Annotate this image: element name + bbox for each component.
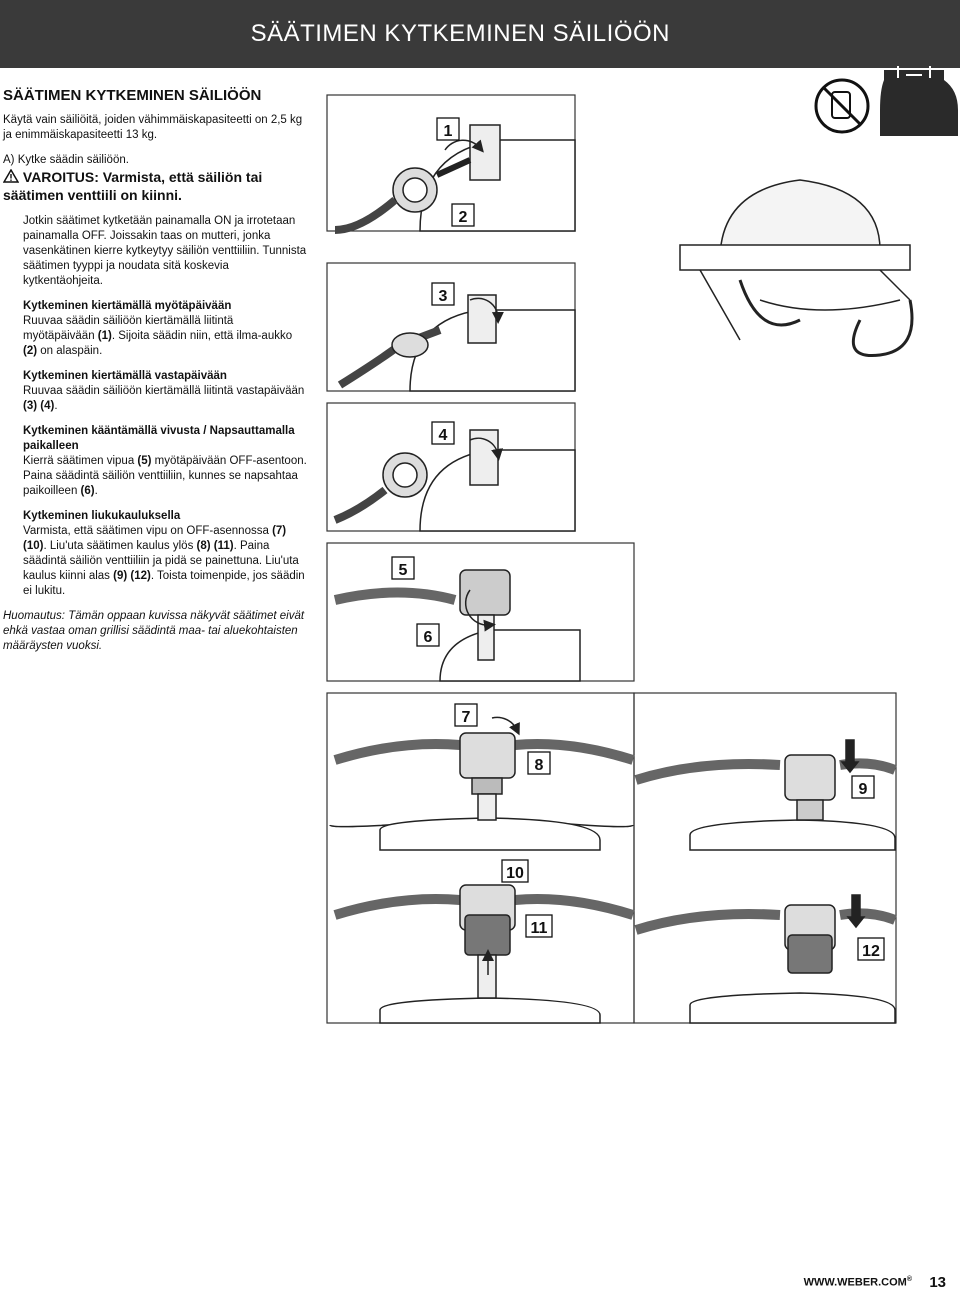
slide-collar-text: Varmista, että säätimen vipu on OFF-asen… xyxy=(23,525,305,597)
clockwise-text: Ruuvaa säädin säiliöön kiertämällä liiti… xyxy=(23,315,293,357)
warning-triangle-icon xyxy=(2,168,20,183)
panel-4-frame xyxy=(326,402,576,532)
collar-regulator-drawing-11 xyxy=(634,894,897,1024)
step-a: A) Kytke säädin säiliöön. xyxy=(3,154,129,166)
svg-text:12: 12 xyxy=(862,943,880,960)
intro-text: Käytä vain säiliöitä, joiden vähimmäiska… xyxy=(3,114,303,141)
svg-text:11: 11 xyxy=(531,920,548,937)
panel-8-12-frame xyxy=(633,692,897,1024)
panel-5-6-frame xyxy=(326,542,635,682)
callout-11: 11 xyxy=(525,914,553,938)
warning-block: VAROITUS: Varmista, että säiliön tai sää… xyxy=(2,168,308,204)
warning-text: VAROITUS: Varmista, että säiliön tai sää… xyxy=(3,169,263,203)
clockwise-title: Kytkeminen kiertämällä myötäpäivään xyxy=(23,300,232,312)
svg-text:2: 2 xyxy=(459,209,468,226)
collar-regulator-drawing-10 xyxy=(333,884,635,1024)
svg-text:4: 4 xyxy=(439,427,448,444)
callout-1: 1 xyxy=(436,117,460,141)
svg-text:6: 6 xyxy=(424,629,433,646)
note-text: Huomautus: Tämän oppaan kuvissa näkyvät … xyxy=(3,610,305,652)
no-bottle-icon xyxy=(814,78,870,134)
callout-6: 6 xyxy=(416,623,440,647)
instructions-column: SÄÄTIMEN KYTKEMINEN SÄILIÖÖN Käytä vain … xyxy=(2,87,308,654)
collar-regulator-drawing-8 xyxy=(634,739,897,851)
grill-drawing xyxy=(679,179,914,358)
callout-3: 3 xyxy=(431,282,455,306)
svg-text:5: 5 xyxy=(399,562,408,579)
page-number: 13 xyxy=(929,1274,946,1291)
panel-3-frame xyxy=(326,262,576,392)
lever-title: Kytkeminen kääntämällä vivusta / Napsaut… xyxy=(23,425,295,452)
tank-regulator-drawing-3 xyxy=(337,294,576,392)
callout-8: 8 xyxy=(527,751,551,775)
gas-cylinder-icon xyxy=(880,66,958,136)
panel-7-10-frame xyxy=(326,692,635,1024)
svg-text:1: 1 xyxy=(444,123,453,140)
svg-text:7: 7 xyxy=(462,709,471,726)
svg-text:8: 8 xyxy=(535,757,544,774)
callout-9: 9 xyxy=(851,775,875,799)
callout-4: 4 xyxy=(431,421,455,445)
slide-collar-title: Kytkeminen liukukauluksella xyxy=(23,510,181,522)
counterclockwise-text: Ruuvaa säädin säiliöön kiertämällä liiti… xyxy=(23,385,305,412)
svg-text:3: 3 xyxy=(439,288,448,305)
connection-types-text: Jotkin säätimet kytketään painamalla ON … xyxy=(23,215,307,287)
callout-5: 5 xyxy=(391,556,415,580)
lever-regulator-drawing xyxy=(333,569,581,682)
callout-12: 12 xyxy=(857,937,885,961)
tank-regulator-drawing-4 xyxy=(333,429,576,532)
page-header: SÄÄTIMEN KYTKEMINEN SÄILIÖÖN xyxy=(0,0,960,68)
svg-text:10: 10 xyxy=(506,865,524,882)
svg-text:9: 9 xyxy=(859,781,868,798)
page-title: SÄÄTIMEN KYTKEMINEN SÄILIÖÖN xyxy=(250,20,670,47)
callout-7: 7 xyxy=(454,703,478,727)
collar-regulator-drawing-7 xyxy=(329,716,635,851)
lever-text: Kierrä säätimen vipua (5) myötäpäivään O… xyxy=(23,455,307,497)
section-title: SÄÄTIMEN KYTKEMINEN SÄILIÖÖN xyxy=(3,87,262,104)
tank-regulator-drawing-1 xyxy=(334,124,576,234)
callout-2: 2 xyxy=(451,203,475,227)
counterclockwise-title: Kytkeminen kiertämällä vastapäivään xyxy=(23,370,227,382)
footer-url[interactable]: WWW.WEBER.COM® xyxy=(803,1276,912,1289)
panel-1-2-frame xyxy=(326,94,576,232)
callout-10: 10 xyxy=(501,859,529,883)
callout-numbers: 1 2 3 4 5 6 7 8 9 10 11 12 xyxy=(391,117,885,961)
